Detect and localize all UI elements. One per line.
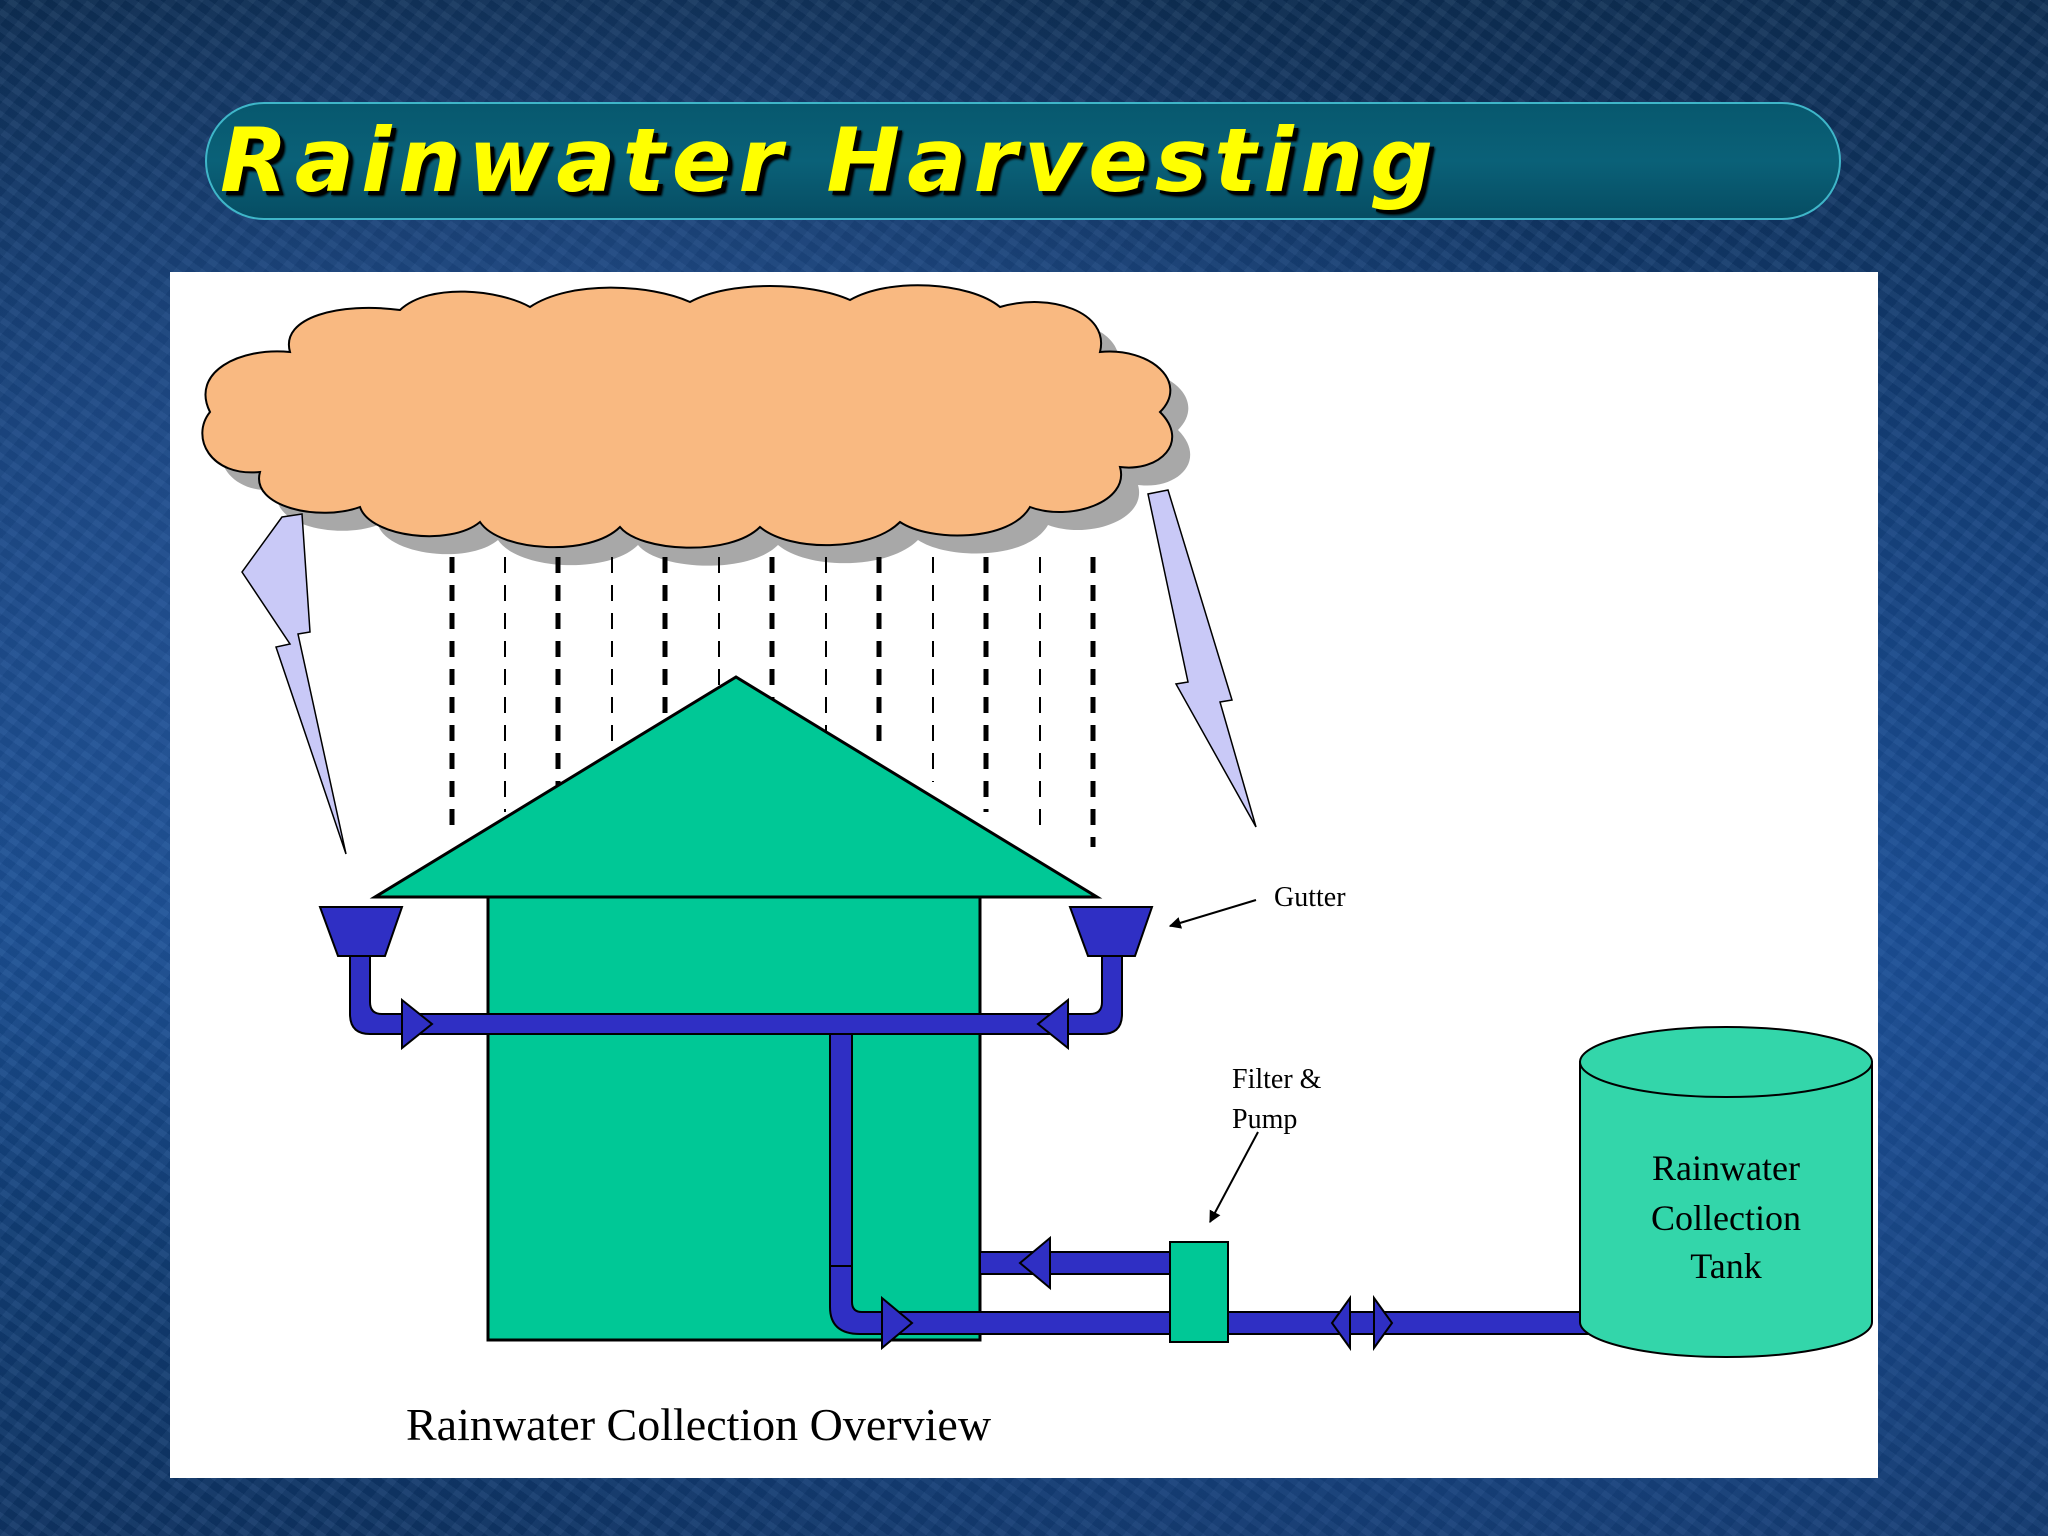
- filter-pointer-arrow: [1209, 1131, 1259, 1224]
- tank-label-line3: Tank: [1690, 1246, 1761, 1286]
- diagram-caption: Rainwater Collection Overview: [406, 1399, 992, 1450]
- gutter-left: [318, 906, 404, 957]
- gutter-pointer-arrow: [1168, 899, 1257, 929]
- filter-pump-label-line2: Pump: [1232, 1104, 1297, 1135]
- diagram-panel: Gutter Filter & Pump Rainwater Collectio…: [170, 272, 1878, 1478]
- title-banner: [205, 102, 1841, 220]
- lightning-bolt-right: [1147, 489, 1257, 828]
- lightning-bolt-left: [241, 513, 347, 855]
- gutter-right: [1068, 906, 1154, 957]
- tank-label-line1: Rainwater: [1652, 1148, 1800, 1188]
- filter-pump-label-line1: Filter &: [1232, 1064, 1322, 1095]
- flow-arrows: [401, 997, 1394, 1352]
- filter-pump-box: [1169, 1241, 1229, 1343]
- house-body: [486, 895, 982, 1342]
- cloud: [201, 284, 1174, 549]
- house-roof: [369, 675, 1103, 899]
- collection-tank: [1579, 1026, 1873, 1358]
- gutter-label: Gutter: [1274, 882, 1346, 913]
- rainwater-diagram: Gutter Filter & Pump Rainwater Collectio…: [201, 284, 1873, 1450]
- tank-label-line2: Collection: [1651, 1198, 1801, 1238]
- slide-title: Rainwater Harvesting: [220, 109, 1441, 212]
